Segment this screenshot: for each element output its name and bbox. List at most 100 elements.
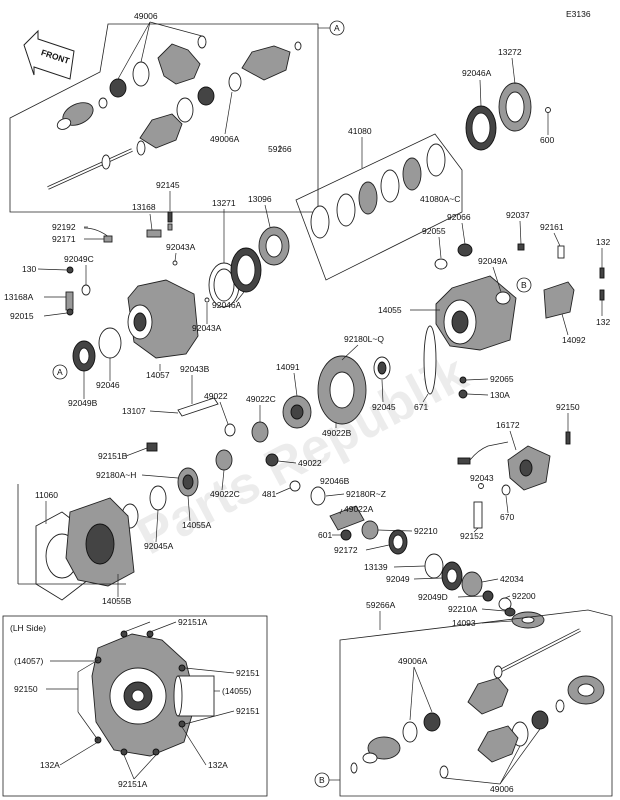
svg-text:14091: 14091 bbox=[276, 362, 300, 372]
boot-top-lower bbox=[139, 113, 183, 149]
svg-text:49022C: 49022C bbox=[210, 489, 240, 499]
svg-text:92152: 92152 bbox=[460, 531, 484, 541]
svg-text:132: 132 bbox=[596, 317, 610, 327]
svg-text:92046A: 92046A bbox=[462, 68, 492, 78]
svg-text:42034: 42034 bbox=[500, 574, 524, 584]
svg-text:49022B: 49022B bbox=[322, 428, 352, 438]
inner-cv-joint-top bbox=[56, 102, 94, 130]
svg-text:92145: 92145 bbox=[156, 180, 180, 190]
svg-text:92180R~Z: 92180R~Z bbox=[346, 489, 386, 499]
svg-text:92192: 92192 bbox=[52, 222, 76, 232]
bearing-92046 bbox=[98, 327, 122, 359]
svg-text:670: 670 bbox=[500, 512, 514, 522]
svg-text:13168A: 13168A bbox=[4, 292, 34, 302]
inner-cv-joint-bottom bbox=[362, 736, 401, 764]
svg-text:481: 481 bbox=[262, 489, 276, 499]
svg-text:14092: 14092 bbox=[562, 335, 586, 345]
svg-text:92049C: 92049C bbox=[64, 254, 94, 264]
housing-14055b bbox=[65, 497, 135, 587]
svg-text:41080A~C: 41080A~C bbox=[420, 194, 460, 204]
front-direction-arrow: FRONT bbox=[23, 29, 75, 80]
svg-text:13107: 13107 bbox=[122, 406, 146, 416]
lh-side-housing bbox=[91, 630, 215, 757]
svg-text:130: 130 bbox=[22, 264, 36, 274]
bracket-14092 bbox=[543, 281, 575, 319]
svg-text:92150: 92150 bbox=[14, 684, 38, 694]
svg-text:49006: 49006 bbox=[134, 11, 158, 21]
shaft-13107 bbox=[177, 397, 219, 417]
svg-text:14055A: 14055A bbox=[182, 520, 212, 530]
svg-text:92150: 92150 bbox=[556, 402, 580, 412]
svg-text:(14057): (14057) bbox=[14, 656, 43, 666]
svg-text:92151B: 92151B bbox=[98, 451, 128, 461]
seal-92066 bbox=[457, 243, 473, 257]
svg-text:16172: 16172 bbox=[496, 420, 520, 430]
gear-49022c-mid bbox=[215, 449, 233, 471]
coupling-42034 bbox=[461, 571, 483, 597]
svg-text:92065: 92065 bbox=[490, 374, 514, 384]
svg-text:92045A: 92045A bbox=[144, 541, 174, 551]
svg-text:92049D: 92049D bbox=[418, 592, 448, 602]
svg-text:49022A: 49022A bbox=[344, 504, 374, 514]
svg-text:11060: 11060 bbox=[35, 490, 58, 500]
washer-92046b bbox=[310, 486, 326, 506]
svg-text:13096: 13096 bbox=[248, 194, 272, 204]
svg-text:132A: 132A bbox=[208, 760, 228, 770]
svg-text:92043B: 92043B bbox=[180, 364, 210, 374]
svg-text:13272: 13272 bbox=[498, 47, 522, 57]
outer-cv-joint-top bbox=[241, 45, 291, 81]
svg-text:49006A: 49006A bbox=[398, 656, 428, 666]
svg-text:92046: 92046 bbox=[96, 380, 120, 390]
bearing-top-left bbox=[109, 78, 127, 98]
svg-text:92180A~H: 92180A~H bbox=[96, 470, 136, 480]
svg-text:92049A: 92049A bbox=[478, 256, 508, 266]
top-shaft-frame bbox=[9, 23, 319, 213]
svg-text:B: B bbox=[319, 775, 325, 785]
clutch-plates-41080 bbox=[310, 143, 446, 239]
svg-text:92046B: 92046B bbox=[320, 476, 350, 486]
svg-text:A: A bbox=[57, 367, 63, 377]
collar-13139 bbox=[424, 553, 444, 579]
svg-text:49022C: 49022C bbox=[246, 394, 276, 404]
housing-14055 bbox=[435, 275, 517, 351]
svg-text:92200: 92200 bbox=[512, 591, 536, 601]
svg-text:14057: 14057 bbox=[146, 370, 170, 380]
svg-text:92171: 92171 bbox=[52, 234, 76, 244]
svg-text:92046A: 92046A bbox=[212, 300, 242, 310]
svg-text:601: 601 bbox=[318, 530, 332, 540]
svg-text:130A: 130A bbox=[490, 390, 510, 400]
shaft-49022a bbox=[329, 505, 365, 531]
callout-b-right bbox=[516, 277, 532, 293]
clamp-49006 bbox=[132, 61, 150, 87]
svg-text:41080: 41080 bbox=[348, 126, 372, 136]
svg-text:(14055): (14055) bbox=[222, 686, 251, 696]
svg-text:14055B: 14055B bbox=[102, 596, 132, 606]
svg-text:92151: 92151 bbox=[236, 706, 260, 716]
actuator-16172 bbox=[507, 445, 551, 491]
hub-14091 bbox=[282, 395, 312, 429]
boot-bottom-upper bbox=[467, 677, 509, 715]
lh-side-label: (LH Side) bbox=[10, 623, 46, 633]
outer-cv-joint-bottom bbox=[567, 675, 605, 705]
svg-text:49022: 49022 bbox=[298, 458, 322, 468]
bearing-92210 bbox=[361, 520, 379, 540]
callout-a-left bbox=[52, 364, 68, 380]
svg-text:92045: 92045 bbox=[372, 402, 396, 412]
ring-gear-49022b bbox=[317, 355, 367, 425]
svg-text:92043: 92043 bbox=[470, 473, 494, 483]
svg-text:92055: 92055 bbox=[422, 226, 446, 236]
oring-671 bbox=[423, 325, 437, 395]
bearing-92045a bbox=[149, 485, 167, 511]
housing-14057 bbox=[127, 279, 199, 359]
svg-text:92151A: 92151A bbox=[178, 617, 208, 627]
svg-text:132: 132 bbox=[596, 237, 610, 247]
svg-text:92180L~Q: 92180L~Q bbox=[344, 334, 384, 344]
svg-text:B: B bbox=[521, 280, 527, 290]
svg-text:59266A: 59266A bbox=[366, 600, 396, 610]
svg-text:A: A bbox=[334, 23, 340, 33]
svg-text:671: 671 bbox=[414, 402, 428, 412]
svg-text:92151A: 92151A bbox=[118, 779, 148, 789]
diagram-code: E3136 bbox=[566, 9, 591, 19]
svg-text:92015: 92015 bbox=[10, 311, 34, 321]
gear-49022c-top bbox=[251, 421, 269, 443]
